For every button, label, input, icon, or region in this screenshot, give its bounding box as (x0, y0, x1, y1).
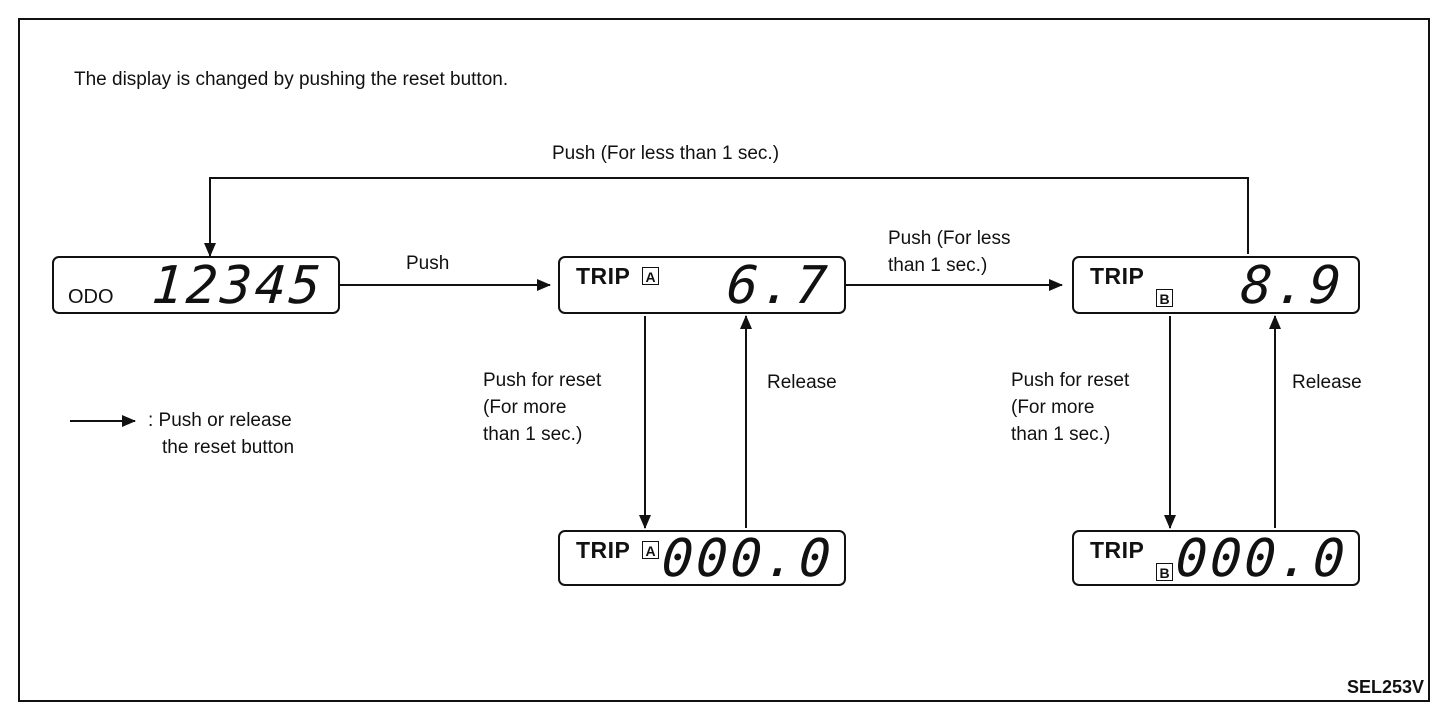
diagram-frame (18, 18, 1430, 702)
trip-a-reset-display: TRIP A 000.0 (558, 529, 846, 589)
trip-a-value: 6.7 (724, 256, 833, 316)
trip-b-marker: B (1156, 289, 1173, 307)
legend-line-1: : Push or release (148, 410, 292, 431)
trip-b-push-for-reset-1: Push for reset (1011, 370, 1130, 391)
trip-a-push-for-reset-1: Push for reset (483, 370, 602, 391)
arrow-trip-a-to-b-label-1: Push (For less (888, 228, 1011, 249)
trip-a-marker: A (642, 267, 659, 285)
trip-a-push-for-reset-2: (For more (483, 397, 567, 418)
loop-arrow-b-to-odo (204, 177, 1249, 257)
trip-a-reset-label: TRIP (576, 537, 631, 563)
trip-a-reset-value: 000.0 (660, 529, 837, 589)
trip-a-release-label: Release (767, 372, 837, 393)
trip-a-display: TRIP A 6.7 (558, 256, 846, 316)
trip-b-label: TRIP (1090, 263, 1145, 289)
trip-b-value: 8.9 (1238, 256, 1347, 316)
arrow-push-label: Push (406, 253, 450, 274)
figure-code: SEL253V (1346, 677, 1424, 697)
trip-a-reset-marker: A (642, 541, 659, 559)
trip-b-reset-value: 000.0 (1174, 529, 1351, 589)
trip-a-label: TRIP (576, 263, 631, 289)
odo-label: ODO (68, 286, 114, 308)
odo-display: ODO 12345 (52, 256, 340, 316)
trip-b-reset-marker: B (1156, 563, 1173, 581)
trip-b-release-label: Release (1292, 372, 1362, 393)
legend-line-2: the reset button (162, 437, 295, 458)
trip-b-push-for-reset-3: than 1 sec.) (1011, 424, 1111, 445)
arrow-trip-a-to-b-label-2: than 1 sec.) (888, 255, 988, 276)
trip-a-push-for-reset-3: than 1 sec.) (483, 424, 583, 445)
odo-value: 12345 (150, 256, 327, 316)
trip-b-push-for-reset-2: (For more (1011, 397, 1095, 418)
caption: The display is changed by pushing the re… (74, 69, 509, 90)
top-loop-label: Push (For less than 1 sec.) (552, 143, 780, 164)
trip-b-reset-display: TRIP B 000.0 (1072, 529, 1360, 589)
trip-b-reset-label: TRIP (1090, 537, 1145, 563)
trip-b-display: TRIP B 8.9 (1072, 256, 1360, 316)
